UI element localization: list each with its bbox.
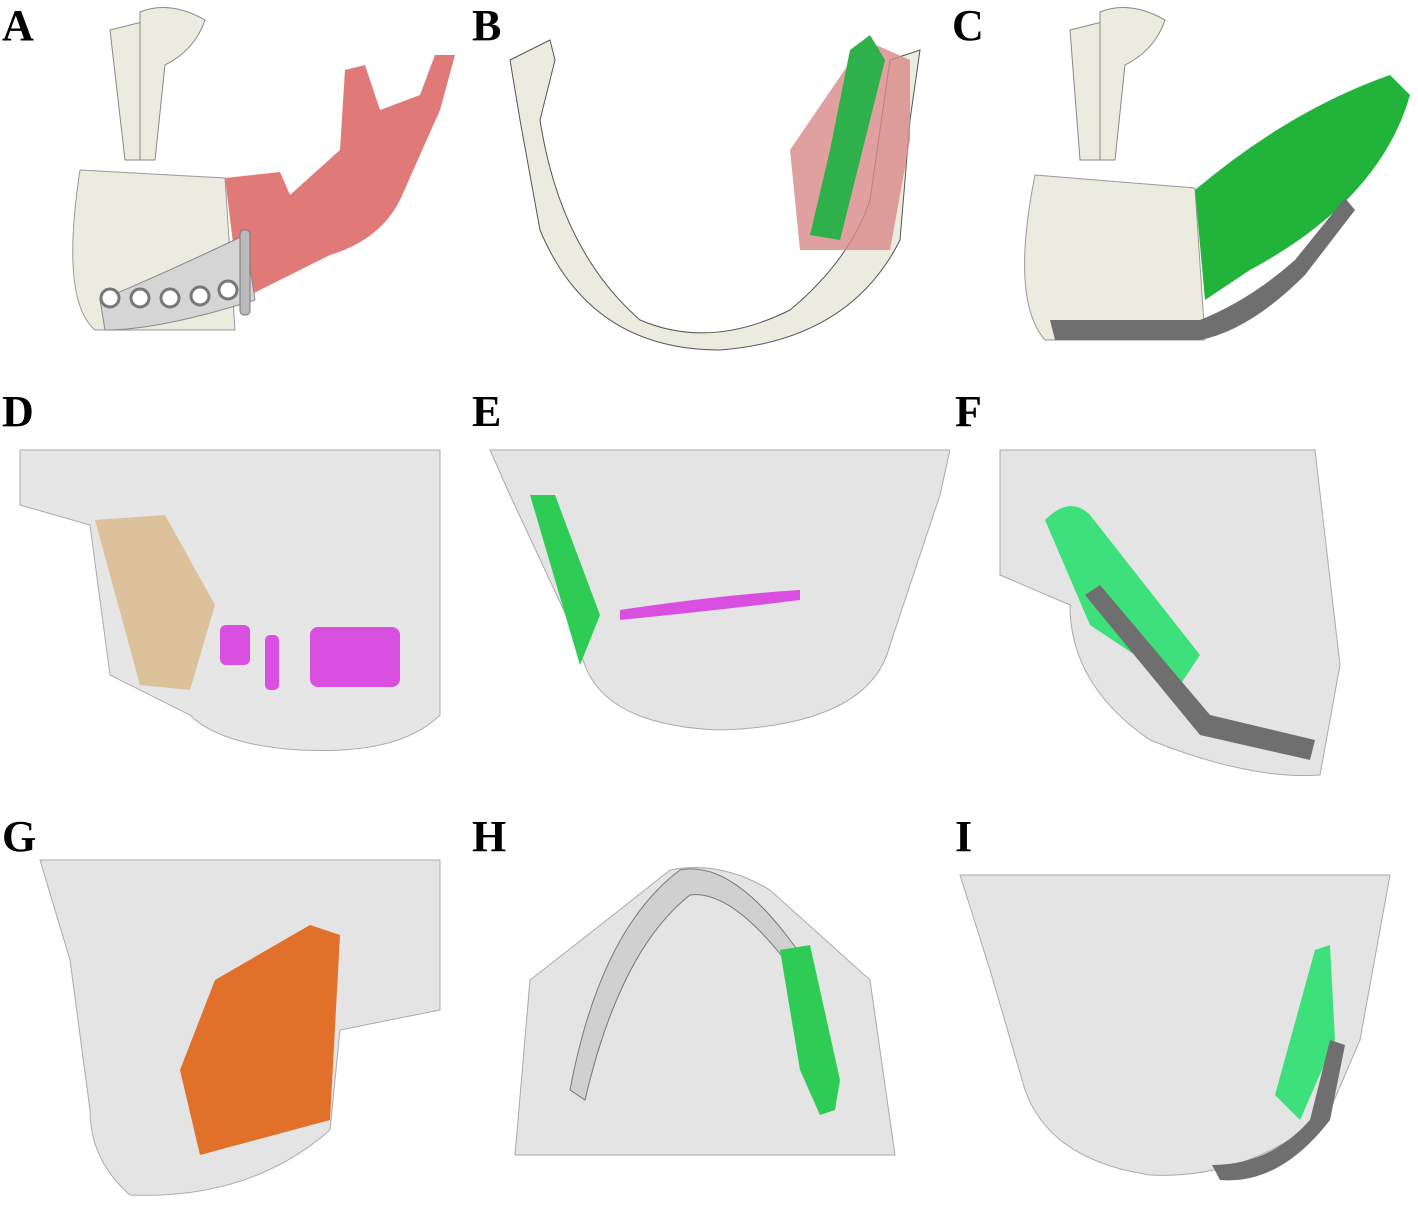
mandible-render [72, 7, 455, 331]
panel-h: H [470, 810, 950, 1207]
skull-inferior-render [514, 867, 896, 1156]
panel-i: I [950, 810, 1418, 1207]
panel-b: B [470, 0, 950, 380]
panel-label: G [2, 812, 37, 861]
panel-label: B [472, 1, 502, 50]
panel-label: D [2, 387, 34, 436]
panel-g: G [0, 810, 470, 1207]
panel-label: E [472, 387, 502, 436]
mandible-plate-render [1024, 7, 1410, 341]
panel-label: A [2, 1, 34, 50]
skull-oblique-tumor-render [39, 859, 441, 1196]
panel-label: F [955, 387, 982, 436]
panel-c: C [950, 0, 1418, 380]
panel-label: H [472, 812, 507, 861]
mandible-superior-render [509, 35, 921, 351]
skull-frontal-plate-render [959, 874, 1391, 1181]
panel-e: E [470, 385, 950, 790]
skull-oblique-plate-render [999, 449, 1341, 777]
panel-a: A [0, 0, 470, 380]
panel-f: F [950, 385, 1418, 805]
panel-label: I [955, 812, 973, 861]
panel-label: C [952, 1, 984, 50]
skull-frontal-render [489, 449, 950, 731]
panel-d: D [0, 385, 470, 790]
skull-lateral-render [19, 449, 441, 752]
